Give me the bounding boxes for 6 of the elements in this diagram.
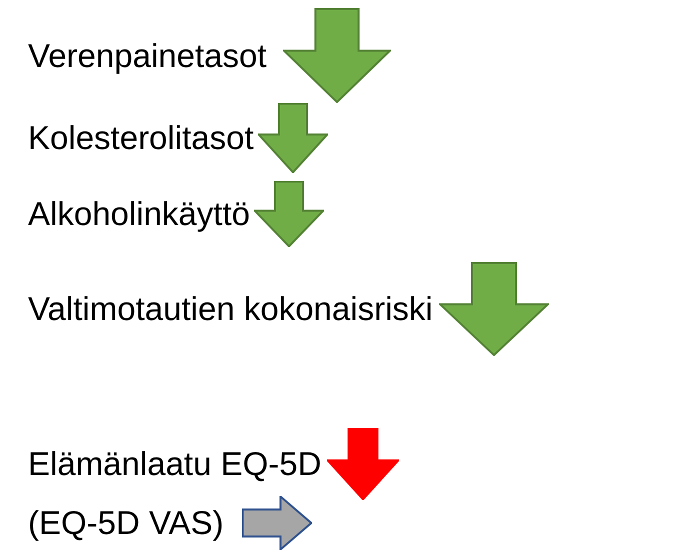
- measure-label: Alkoholinkäyttö: [28, 195, 250, 233]
- measure-label: (EQ-5D VAS): [28, 504, 224, 542]
- measure-label: Kolesterolitasot: [28, 119, 254, 157]
- measure-label: Elämänlaatu EQ-5D: [28, 445, 322, 483]
- measure-label: Valtimotautien kokonaisriski: [28, 290, 433, 328]
- measure-label: Verenpainetasot: [28, 36, 267, 74]
